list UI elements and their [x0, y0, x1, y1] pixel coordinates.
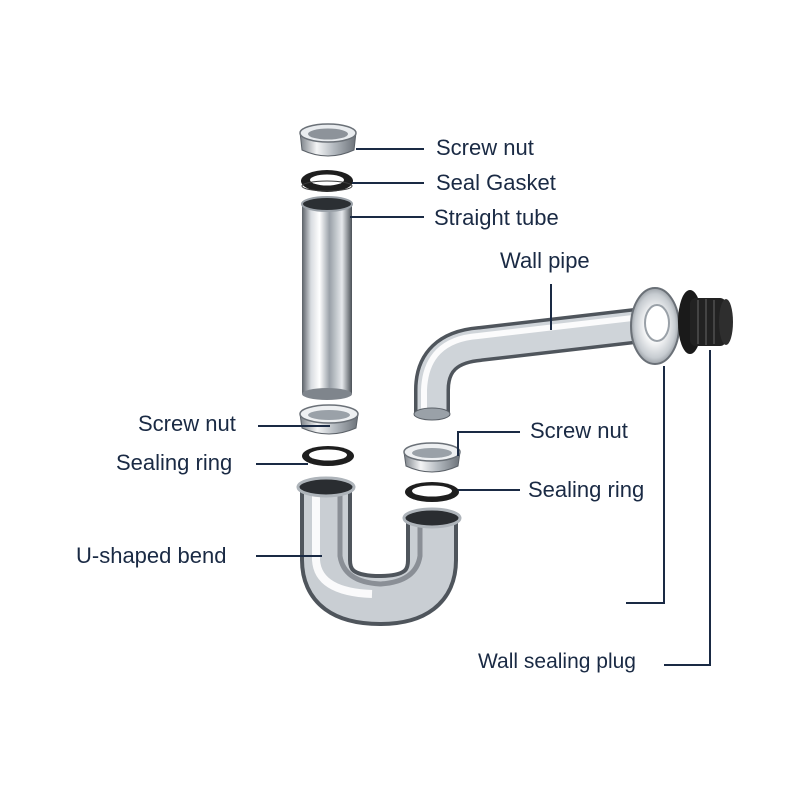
straight-tube — [301, 196, 353, 400]
label-u-shaped-bend: U-shaped bend — [76, 543, 227, 568]
label-sealing-ring-left: Sealing ring — [116, 450, 233, 475]
leader-screw-nut-right — [457, 431, 520, 456]
seal-gasket — [301, 170, 353, 192]
sealing-ring-right — [405, 482, 459, 502]
sealing-ring-left — [302, 446, 354, 466]
wall-pipe — [413, 287, 680, 421]
leader-lines — [256, 148, 711, 666]
u-shaped-bend — [296, 476, 462, 627]
leader-wall-sealing-plug — [664, 350, 711, 666]
screw-nut-left — [299, 404, 359, 435]
leader-wall-flange — [626, 366, 665, 604]
label-screw-nut-left: Screw nut — [138, 411, 236, 436]
label-straight-tube: Straight tube — [434, 205, 559, 230]
label-sealing-ring-right: Sealing ring — [528, 477, 645, 502]
label-seal-gasket: Seal Gasket — [436, 170, 556, 195]
label-wall-sealing-plug: Wall sealing plug — [478, 650, 636, 673]
label-wall-pipe: Wall pipe — [500, 248, 590, 273]
label-screw-nut-top: Screw nut — [436, 135, 534, 160]
screw-nut-right — [403, 442, 461, 473]
wall-sealing-plug — [678, 290, 733, 354]
screw-nut-top — [299, 123, 357, 157]
label-screw-nut-right: Screw nut — [530, 418, 628, 443]
